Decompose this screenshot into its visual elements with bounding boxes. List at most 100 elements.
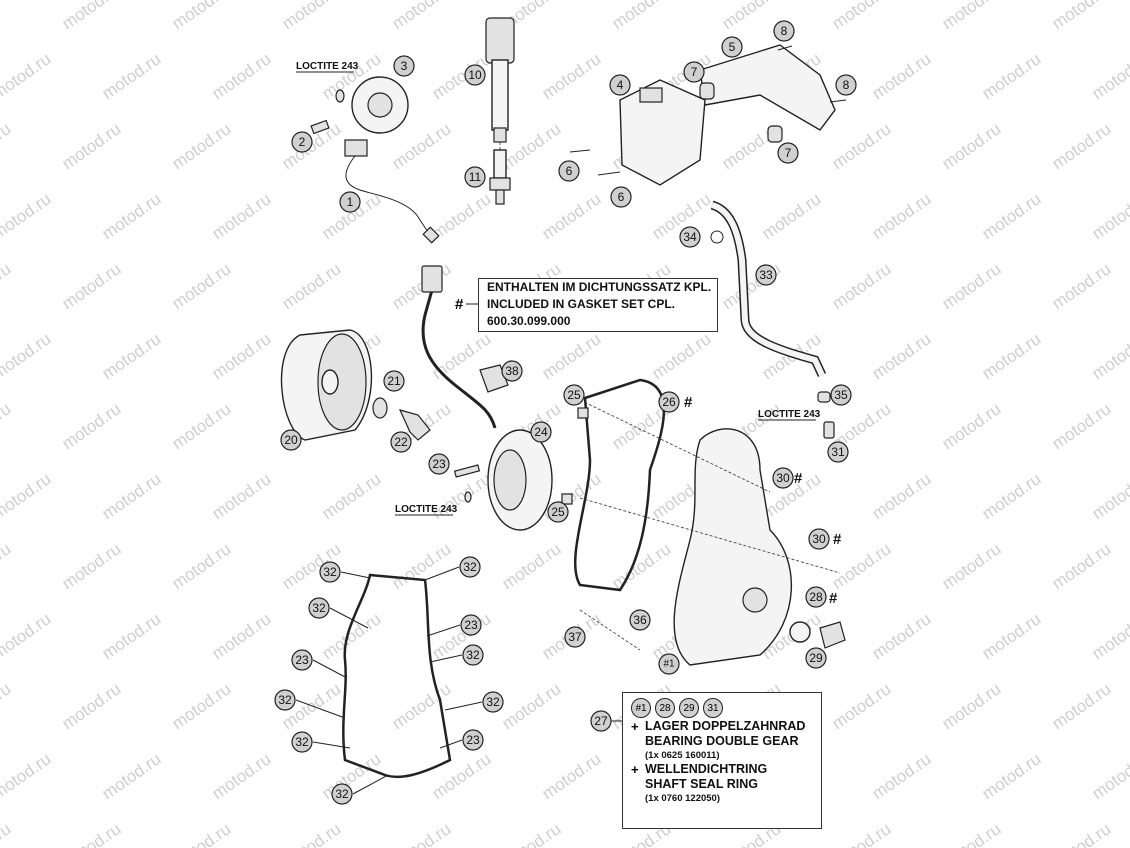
svg-text:29: 29 bbox=[809, 651, 823, 665]
watermark-text: motod.ru bbox=[169, 679, 235, 733]
spark-plug-body bbox=[493, 149, 507, 179]
cable-grommet bbox=[479, 364, 509, 393]
watermark-text: motod.ru bbox=[209, 189, 275, 243]
svg-text:4: 4 bbox=[617, 78, 624, 92]
watermark-text: motod.ru bbox=[939, 119, 1005, 173]
stator-core bbox=[493, 449, 527, 511]
watermark-text: motod.ru bbox=[169, 819, 235, 848]
watermark-text: motod.ru bbox=[1049, 0, 1115, 33]
callout-2: 2 bbox=[291, 131, 313, 153]
cover-bolt-1 bbox=[579, 399, 771, 493]
watermark-text: motod.ru bbox=[829, 0, 895, 33]
watermark-text: motod.ru bbox=[0, 749, 54, 803]
inner-cover-gasket bbox=[573, 378, 666, 592]
callout-32-d: 32 bbox=[462, 644, 484, 666]
watermark-text: motod.ru bbox=[979, 749, 1045, 803]
svg-text:10: 10 bbox=[468, 68, 482, 82]
watermark-text: motod.ru bbox=[0, 189, 54, 243]
watermark-text: motod.ru bbox=[319, 609, 385, 663]
watermark-text: motod.ru bbox=[869, 189, 935, 243]
module-screw-upper bbox=[569, 149, 591, 153]
svg-text:32: 32 bbox=[486, 695, 500, 709]
svg-text:21: 21 bbox=[387, 374, 401, 388]
loctite-label-stator: LOCTITE 243 bbox=[395, 504, 458, 515]
watermark-text: motod.ru bbox=[539, 49, 605, 103]
callout-38: 38 bbox=[501, 360, 523, 382]
svg-text:28: 28 bbox=[809, 590, 823, 604]
pickup-connector bbox=[422, 226, 440, 244]
watermark-text: motod.ru bbox=[1049, 819, 1115, 848]
callout-7b: 7 bbox=[777, 142, 799, 164]
callout-31: 31 bbox=[827, 441, 849, 463]
watermark-text: motod.ru bbox=[939, 259, 1005, 313]
kit-seal-en: SHAFT SEAL RING bbox=[645, 777, 758, 791]
kit-item-seal: + WELLENDICHTRING SHAFT SEAL RING bbox=[631, 762, 821, 792]
spark-plug-thread bbox=[495, 189, 505, 205]
watermark-text: motod.ru bbox=[279, 0, 345, 33]
callout-4: 4 bbox=[609, 74, 631, 96]
svg-text:25: 25 bbox=[551, 505, 565, 519]
watermark-text: motod.ru bbox=[389, 0, 455, 33]
callout-30a: 30 bbox=[772, 467, 794, 489]
svg-text:8: 8 bbox=[781, 24, 788, 38]
watermark-text: motod.ru bbox=[209, 49, 275, 103]
callout-23-c: 23 bbox=[462, 729, 484, 751]
watermark-text: motod.ru bbox=[1089, 749, 1130, 803]
watermark-text: motod.ru bbox=[169, 259, 235, 313]
svg-text:23: 23 bbox=[295, 653, 309, 667]
flywheel-hub bbox=[321, 369, 339, 395]
svg-text:26: 26 bbox=[662, 395, 676, 409]
watermark-text: motod.ru bbox=[869, 469, 935, 523]
rubber-grommet-lower bbox=[767, 125, 783, 143]
svg-text:1: 1 bbox=[347, 195, 354, 209]
pickup-sensor-cable bbox=[345, 155, 433, 239]
watermark-text: motod.ru bbox=[829, 119, 895, 173]
callout-5: 5 bbox=[721, 36, 743, 58]
svg-text:2: 2 bbox=[299, 135, 306, 149]
watermark-text: motod.ru bbox=[1049, 119, 1115, 173]
control-unit-group bbox=[569, 44, 847, 186]
hash-mark-26: # bbox=[684, 394, 693, 411]
watermark-text: motod.ru bbox=[869, 49, 935, 103]
cover-bolt-3 bbox=[579, 609, 641, 651]
watermark-text: motod.ru bbox=[59, 399, 125, 453]
watermark-text: motod.ru bbox=[99, 749, 165, 803]
watermark-text: motod.ru bbox=[169, 399, 235, 453]
svg-text:6: 6 bbox=[618, 190, 625, 204]
watermark-text: motod.ru bbox=[169, 119, 235, 173]
ignition-coil-body bbox=[491, 59, 509, 131]
breather-hose-group bbox=[710, 200, 835, 439]
callout-6a: 6 bbox=[558, 160, 580, 182]
watermark-text: motod.ru bbox=[869, 609, 935, 663]
svg-text:24: 24 bbox=[534, 425, 548, 439]
callout-1: 1 bbox=[339, 191, 361, 213]
hash-mark-30b: # bbox=[833, 531, 842, 548]
callout-8a: 8 bbox=[773, 20, 795, 42]
callout-6b: 6 bbox=[610, 186, 632, 208]
watermark-text: motod.ru bbox=[539, 189, 605, 243]
watermark-text: motod.ru bbox=[939, 0, 1005, 33]
watermark-text: motod.ru bbox=[0, 819, 14, 848]
hash-mark-28: # bbox=[829, 590, 838, 607]
ignition-coil-top bbox=[485, 17, 515, 64]
watermark-text: motod.ru bbox=[59, 119, 125, 173]
hose-fitting bbox=[817, 391, 831, 403]
svg-text:35: 35 bbox=[834, 388, 848, 402]
watermark-text: motod.ru bbox=[0, 609, 54, 663]
watermark-text: motod.ru bbox=[609, 0, 675, 33]
flywheel-face bbox=[317, 333, 367, 431]
cover-plug bbox=[819, 621, 846, 649]
watermark-text: motod.ru bbox=[649, 329, 715, 383]
svg-text:33: 33 bbox=[759, 268, 773, 282]
watermark-text: motod.ru bbox=[59, 259, 125, 313]
svg-text:32: 32 bbox=[466, 648, 480, 662]
gasket-note-line-2: INCLUDED IN GASKET SET CPL. bbox=[487, 297, 676, 311]
callout-28: 28 bbox=[805, 586, 827, 608]
watermark-text: motod.ru bbox=[59, 679, 125, 733]
kit-badge-1: #1 bbox=[631, 698, 651, 718]
mounting-bracket bbox=[699, 44, 836, 131]
watermark-text: motod.ru bbox=[59, 819, 125, 848]
svg-text:32: 32 bbox=[278, 693, 292, 707]
dowel-pin-upper bbox=[577, 407, 589, 419]
breather-hose-inner bbox=[710, 202, 825, 377]
